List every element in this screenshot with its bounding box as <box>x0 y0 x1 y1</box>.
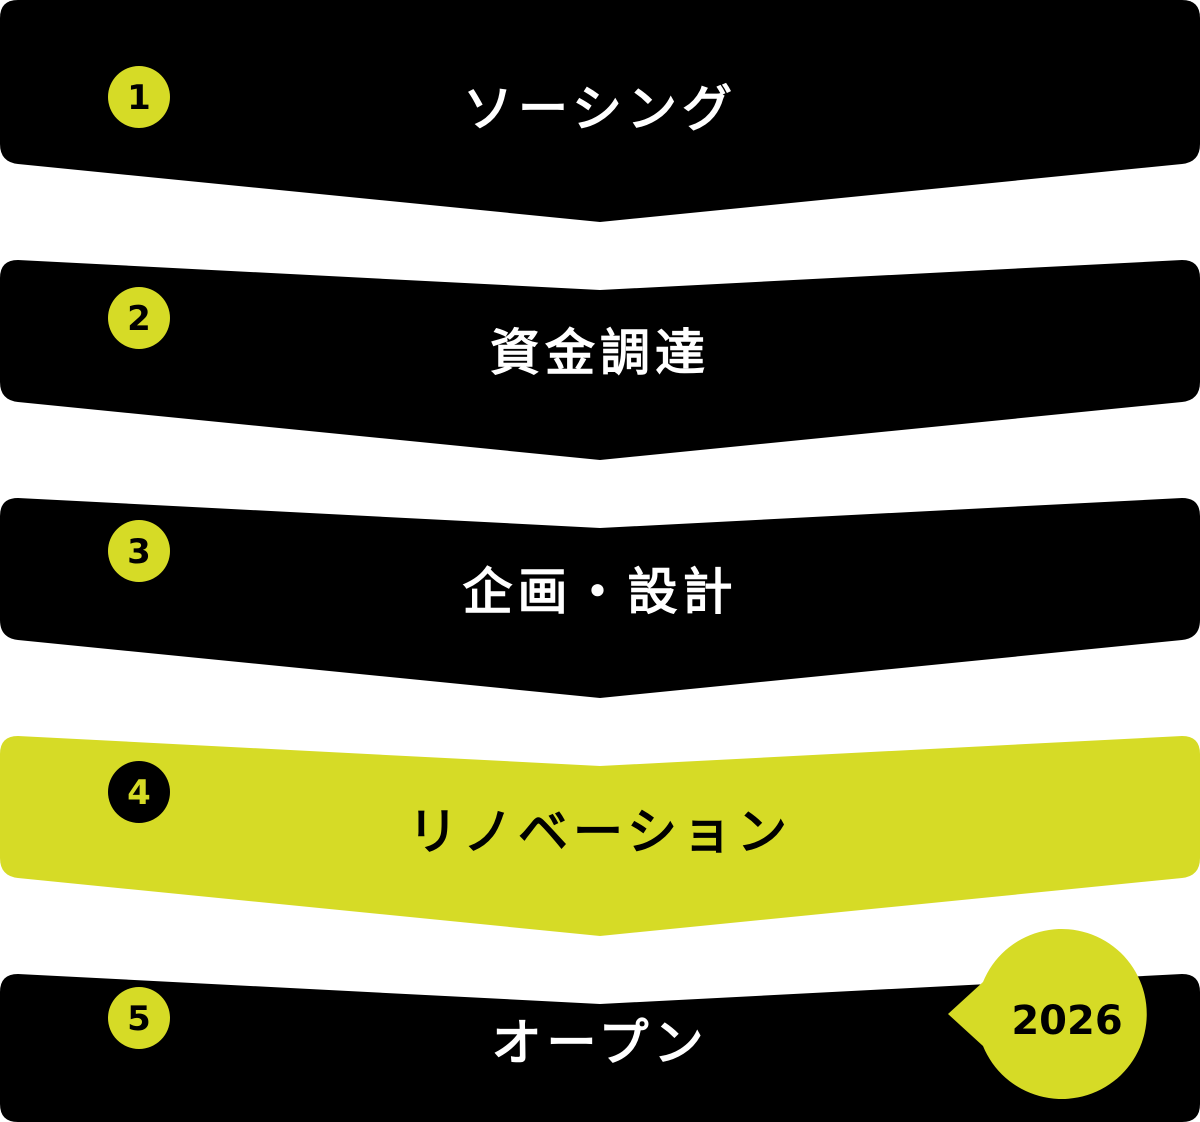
step-label: ソーシング <box>463 80 737 138</box>
year-badge-bubble <box>948 929 1147 1099</box>
step-chevron-shape <box>0 974 1200 1122</box>
year-badge-text: 2026 <box>1011 998 1122 1044</box>
step-number-circle <box>108 520 170 582</box>
step-chevron-shape <box>0 736 1200 936</box>
step-number-circle <box>108 66 170 128</box>
year-badge: 2026 <box>948 929 1147 1099</box>
step-number: 5 <box>127 999 151 1039</box>
step-open: 5 オープン <box>0 974 1200 1122</box>
step-chevron-shape <box>0 260 1200 460</box>
step-chevron-shape <box>0 498 1200 698</box>
step-number: 4 <box>127 773 151 813</box>
step-number: 3 <box>127 532 151 572</box>
step-chevron-shape <box>0 0 1200 222</box>
step-renovation: 4 リノベーション <box>0 736 1200 936</box>
step-number-circle <box>108 987 170 1049</box>
step-label: 資金調達 <box>490 324 710 382</box>
step-label: リノベーション <box>408 803 792 861</box>
step-label: 企画・設計 <box>463 563 738 621</box>
step-label: オープン <box>492 1014 709 1072</box>
step-sourcing: 1 ソーシング <box>0 0 1200 222</box>
step-planning-design: 3 企画・設計 <box>0 498 1200 698</box>
step-number-circle <box>108 761 170 823</box>
step-number: 1 <box>127 78 151 118</box>
step-funding: 2 資金調達 <box>0 260 1200 460</box>
step-number: 2 <box>127 299 151 339</box>
step-number-circle <box>108 287 170 349</box>
